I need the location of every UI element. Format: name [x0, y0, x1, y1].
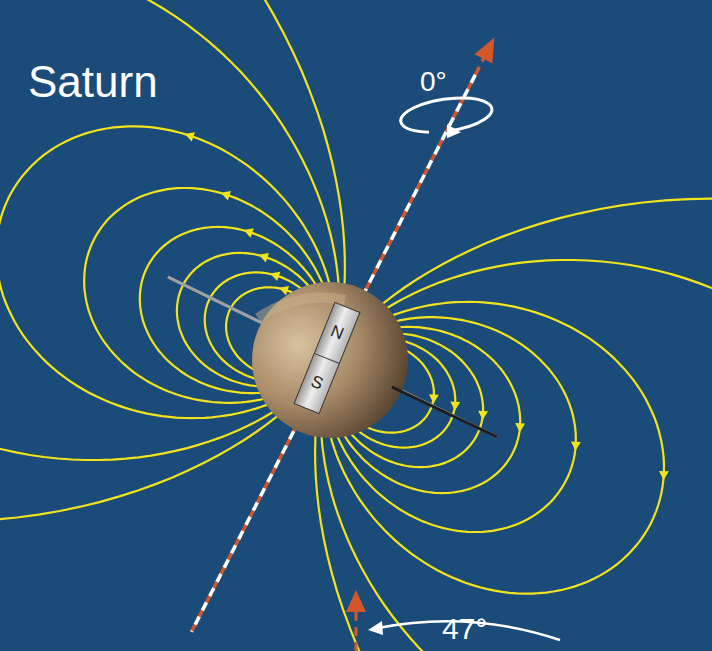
field-line	[0, 0, 345, 521]
ring-back	[168, 277, 497, 437]
arrow-head	[368, 621, 383, 635]
field-arrow	[270, 272, 280, 281]
rotation-marker	[401, 98, 492, 138]
field-arrow	[478, 411, 488, 420]
axis-line	[192, 53, 487, 631]
arrow-head	[346, 590, 366, 612]
arrow-head	[447, 124, 461, 138]
field-arrow	[279, 286, 289, 295]
field-arrow	[571, 442, 581, 451]
field-arrow	[221, 191, 231, 200]
angle-label: 0°	[420, 68, 447, 96]
field-arrow	[185, 132, 195, 141]
field-arrow	[450, 401, 460, 410]
field-arrow	[259, 253, 269, 262]
field-arrow	[429, 394, 439, 403]
planet-disc	[252, 282, 408, 438]
ring-front	[168, 277, 262, 323]
field-line	[315, 199, 712, 651]
tilt-marker	[346, 590, 560, 651]
angle-label: 47°	[442, 614, 487, 644]
field-arrow	[244, 228, 254, 237]
ring-front	[392, 387, 497, 437]
field-arrow	[515, 423, 525, 432]
planet-title: Saturn	[28, 60, 158, 104]
field-arrow	[659, 471, 669, 480]
tilt-axis	[355, 608, 358, 651]
arrow-head	[475, 37, 495, 63]
rotation-arc	[401, 98, 492, 132]
